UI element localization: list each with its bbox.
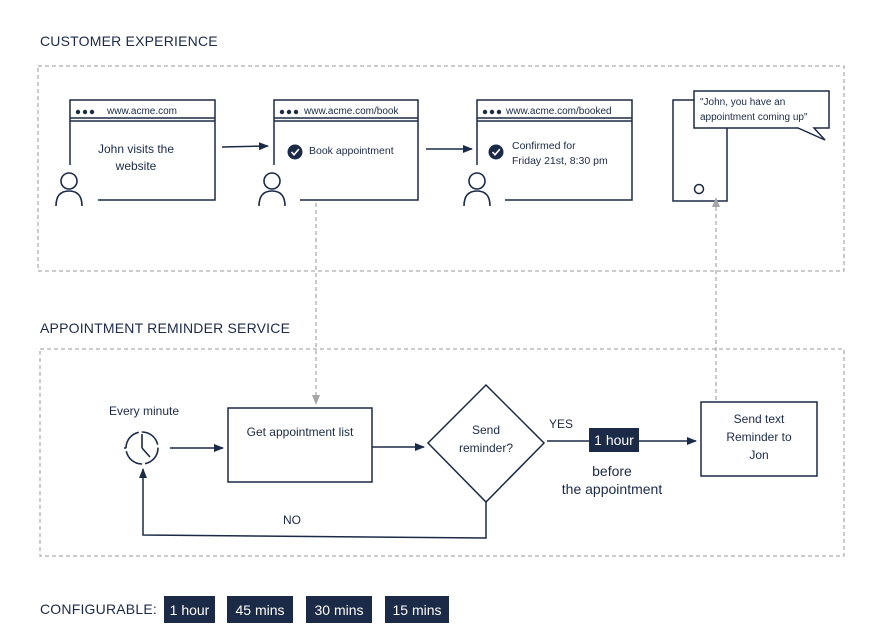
- phone-icon: [672, 99, 728, 202]
- clock-icon: [124, 431, 159, 465]
- config-option-1-hour: 1 hour: [164, 596, 215, 623]
- step-confirmed-line2: Friday 21st, 8:30 pm: [512, 155, 608, 167]
- config-option-45-mins: 45 mins: [227, 596, 293, 623]
- yes-label: YES: [548, 417, 573, 431]
- timer-label: Every minute: [108, 404, 180, 418]
- browser-window-home: [69, 99, 216, 201]
- customer-experience-title: CUSTOMER EXPERIENCE: [40, 33, 218, 49]
- get-appointment-list-box: [227, 407, 373, 483]
- browser-window-booked: [476, 99, 633, 201]
- arrow-visit-to-book: [221, 142, 269, 151]
- reminder-service-title: APPOINTMENT REMINDER SERVICE: [40, 320, 291, 336]
- browser-dots-icon: [482, 109, 502, 115]
- url-booked: www.acme.com/booked: [506, 106, 612, 117]
- decision-line1: Send: [471, 423, 501, 437]
- user-icon: [258, 172, 286, 207]
- interval-note-line2: the appointment: [561, 481, 663, 497]
- step-confirmed-line1: Confirmed for: [512, 140, 576, 152]
- browser-window-book: [273, 99, 419, 201]
- interval-note-line1: before: [592, 463, 632, 479]
- url-home: www.acme.com: [107, 106, 178, 117]
- phone-message-line1: "John, you have an: [700, 97, 786, 108]
- send-text-box: [700, 401, 818, 477]
- speech-bubble: [693, 90, 830, 141]
- url-book: www.acme.com/book: [304, 106, 399, 117]
- reminder-service-panel: [39, 348, 845, 557]
- browser-dots-icon: [75, 109, 95, 115]
- step-visit-label: John visits the website: [97, 142, 175, 173]
- send-text-line2: Reminder to: [726, 430, 792, 444]
- user-icon: [55, 172, 83, 207]
- step-book-label: Book appointment: [309, 145, 394, 157]
- no-label: NO: [283, 513, 301, 527]
- user-icon: [463, 172, 491, 207]
- send-text-line1: Send text: [733, 412, 785, 426]
- get-list-label: Get appointment list: [246, 425, 354, 439]
- decision-line2: reminder?: [458, 441, 514, 455]
- arrow-no-loop: [139, 468, 487, 539]
- config-option-15-mins: 15 mins: [385, 596, 449, 623]
- send-text-line3: Jon: [749, 448, 769, 462]
- interval-chip: 1 hour: [589, 428, 639, 452]
- check-circle-icon: [488, 144, 504, 160]
- browser-dots-icon: [279, 109, 299, 115]
- check-circle-icon: [287, 144, 303, 160]
- configurable-label: CONFIGURABLE:: [40, 601, 157, 617]
- phone-message-line2: appointment coming up": [700, 112, 808, 123]
- customer-experience-panel: [37, 65, 845, 272]
- config-option-30-mins: 30 mins: [306, 596, 372, 623]
